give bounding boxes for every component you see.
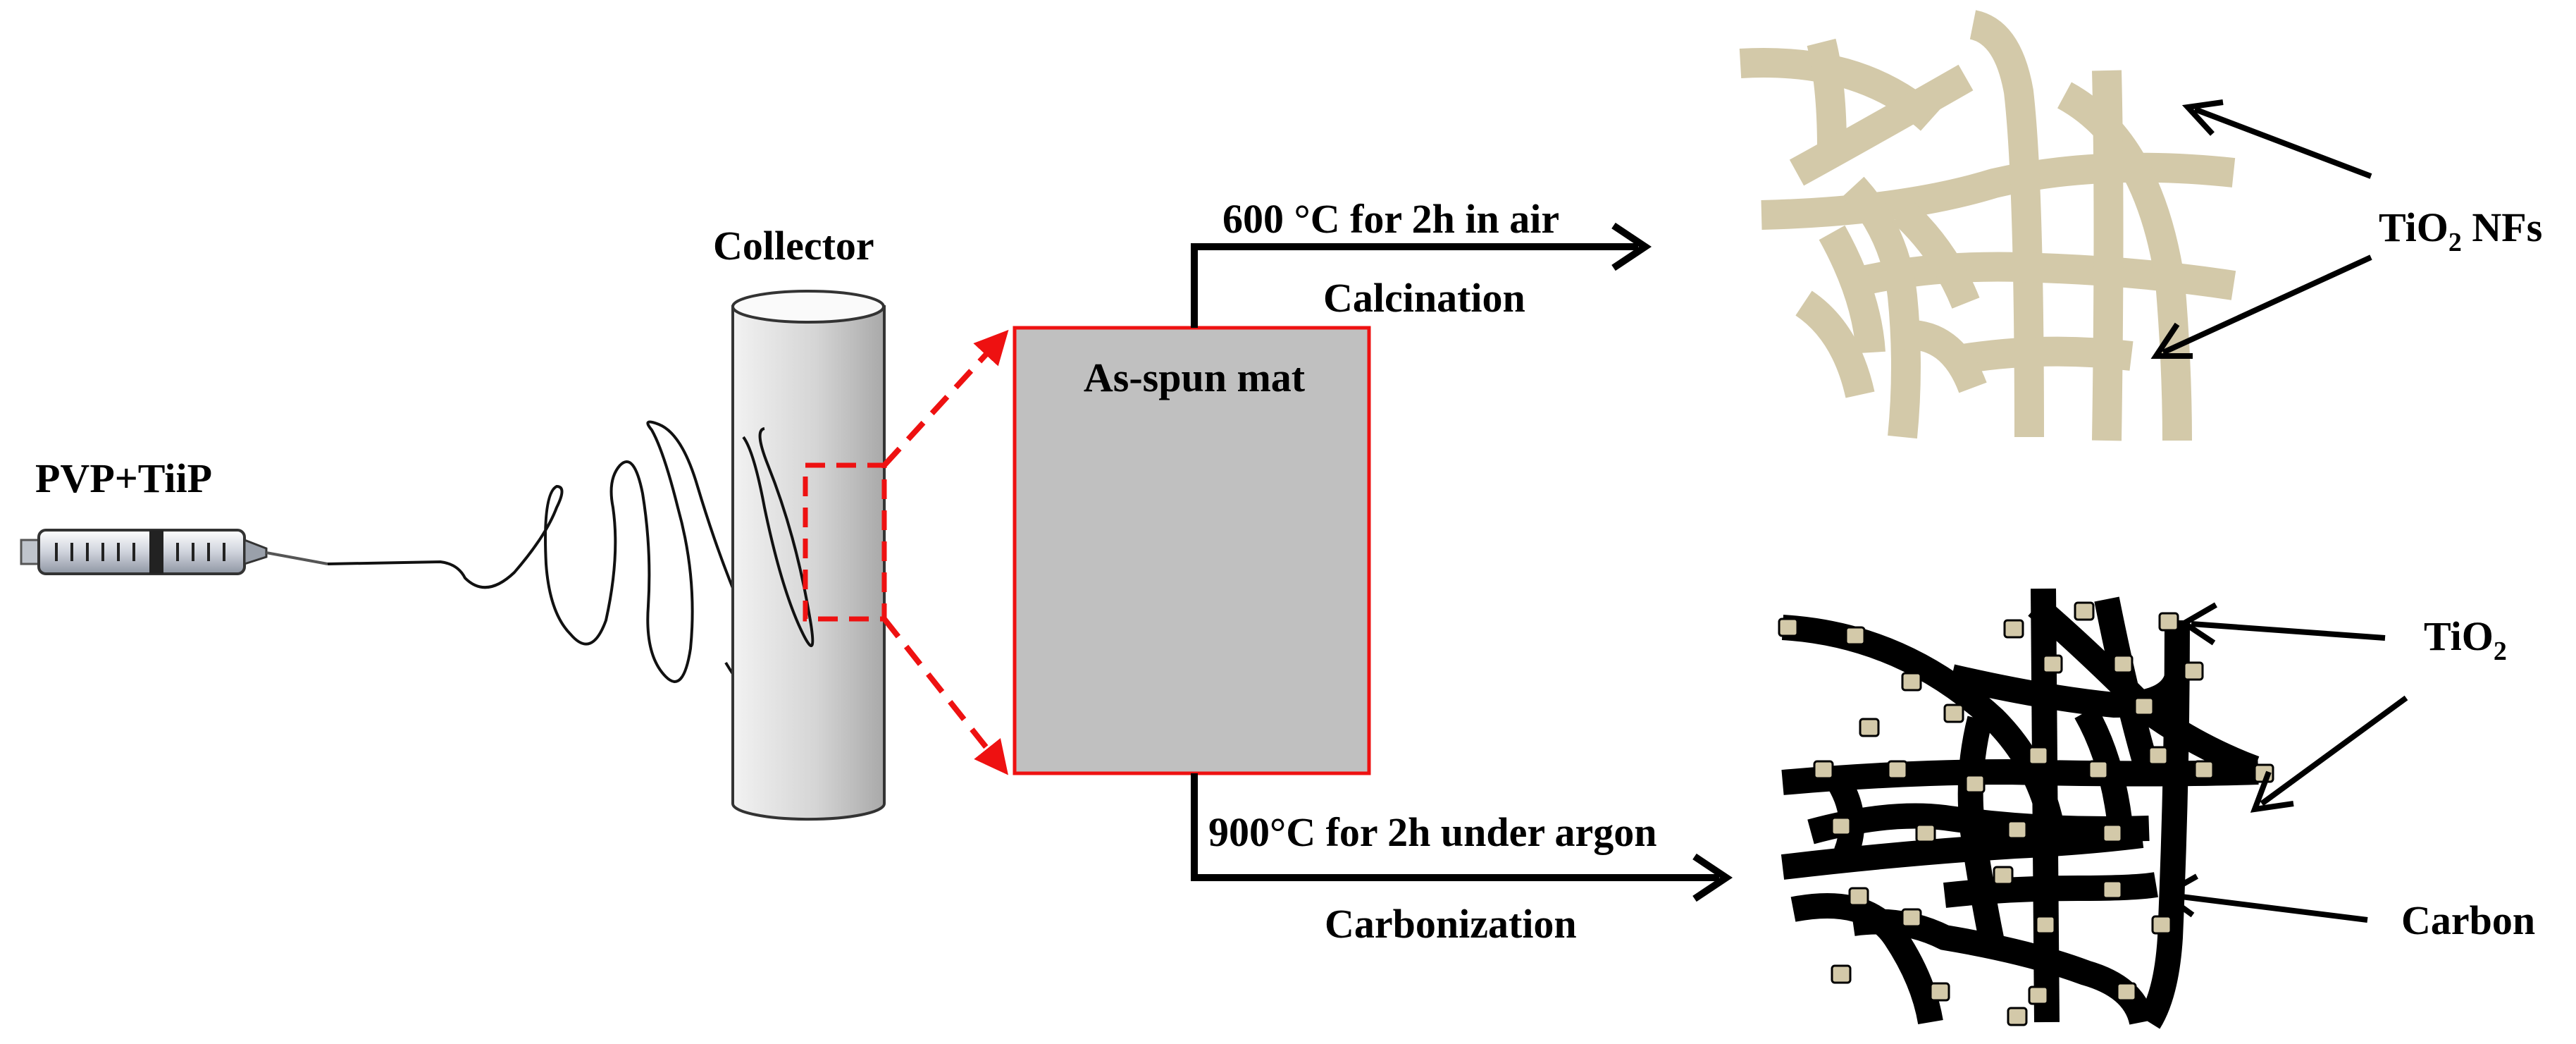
tio2-nfs-label-main: TiO xyxy=(2379,204,2448,250)
zoom-line-bottom xyxy=(881,617,1008,775)
tio2-label: TiO2 xyxy=(2424,613,2507,666)
collector-label: Collector xyxy=(713,223,874,269)
carbonization-arrowhead xyxy=(1692,853,1733,902)
feed-solution-label: PVP+TiiP xyxy=(35,455,212,501)
syringe-icon xyxy=(20,529,328,575)
carbon-fiber-network xyxy=(1781,588,2260,1029)
tio2-label-main: TiO xyxy=(2424,613,2494,659)
tio2-nfs-label: TiO2 NFs xyxy=(2379,204,2542,257)
label-arrows xyxy=(2150,99,2408,923)
tio2-particles xyxy=(1778,601,2274,1026)
tio2-nfs-label-subscript: 2 xyxy=(2448,228,2462,257)
carbon-label: Carbon xyxy=(2401,897,2535,943)
calcination-arrowhead xyxy=(1611,222,1652,271)
carbonization-path xyxy=(1191,773,1719,881)
tio2-nfs-label-tail: NFs xyxy=(2462,204,2542,250)
carbonization-condition-label: 900°C for 2h under argon xyxy=(1208,809,1657,855)
collector-cylinder-icon xyxy=(731,290,886,821)
deposited-fibers xyxy=(742,427,815,647)
carbonization-step-label: Carbonization xyxy=(1325,901,1577,947)
tio2-label-subscript: 2 xyxy=(2494,637,2507,666)
as-spun-mat xyxy=(1013,326,1371,775)
zoom-line-top xyxy=(882,329,1009,467)
fiber-jet xyxy=(327,420,777,730)
calcination-path xyxy=(1191,243,1638,328)
tio2-nanofiber-network xyxy=(1739,10,2236,441)
as-spun-mat-label: As-spun mat xyxy=(1084,355,1306,400)
zoom-region xyxy=(803,462,887,622)
calcination-step-label: Calcination xyxy=(1323,275,1525,321)
calcination-condition-label: 600 °C for 2h in air xyxy=(1222,196,1559,242)
